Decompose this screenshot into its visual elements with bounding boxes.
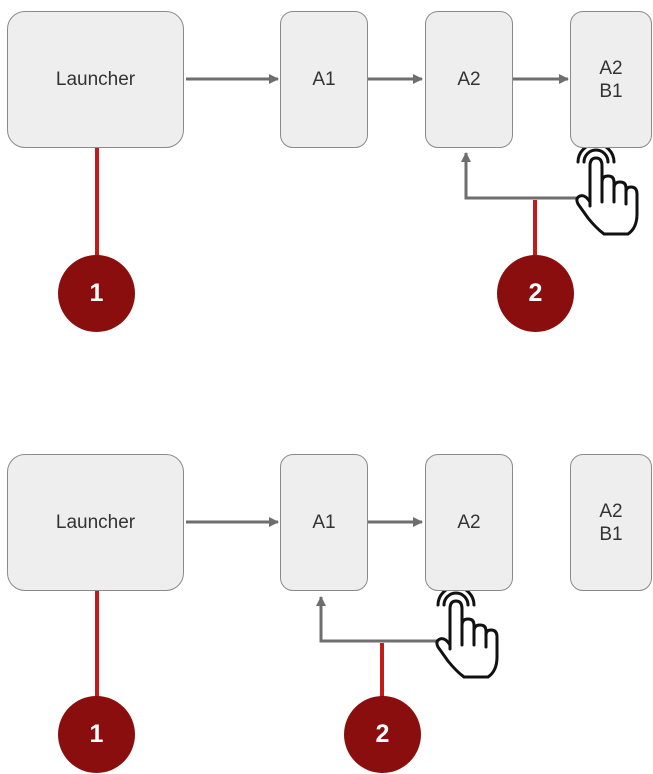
step-badge-1-bottom: 1	[58, 696, 135, 773]
step-badge-1-bottom-label: 1	[89, 720, 104, 748]
launcher-box: Launcher	[7, 11, 184, 148]
a2-b1-label-line2-bottom: B1	[599, 523, 623, 545]
a1-label-bottom: A1	[312, 512, 336, 533]
a2-box-bottom: A2	[425, 454, 513, 591]
back-arrow-to-a2	[461, 152, 578, 200]
a2-label: A2	[457, 69, 481, 90]
a2-b1-box-bottom: A2 B1	[570, 454, 652, 591]
step-badge-2: 2	[497, 255, 574, 332]
pointing-hand-icon-bottom	[435, 591, 499, 679]
step-badge-2-label: 2	[528, 279, 543, 307]
back-arrow-to-a1-bottom	[316, 596, 438, 643]
a1-box: A1	[280, 11, 368, 148]
launcher-label-bottom: Launcher	[55, 512, 136, 533]
step-badge-1: 1	[58, 255, 135, 332]
a2-b1-box: A2 B1	[570, 11, 652, 148]
pointing-hand-icon	[575, 148, 639, 236]
step-badge-1-label: 1	[89, 279, 104, 307]
a1-box-bottom: A1	[280, 454, 368, 591]
a1-label: A1	[312, 69, 336, 90]
launcher-label: Launcher	[55, 69, 136, 90]
step-badge-2-bottom: 2	[344, 696, 421, 773]
a2-b1-label-line1: A2	[599, 57, 623, 79]
a2-box: A2	[425, 11, 513, 148]
launcher-box-bottom: Launcher	[7, 454, 184, 591]
step-badge-2-bottom-label: 2	[375, 720, 390, 748]
a2-b1-label-line1-bottom: A2	[599, 500, 623, 522]
a2-b1-label-line2: B1	[599, 80, 623, 102]
a2-label-bottom: A2	[457, 512, 481, 533]
